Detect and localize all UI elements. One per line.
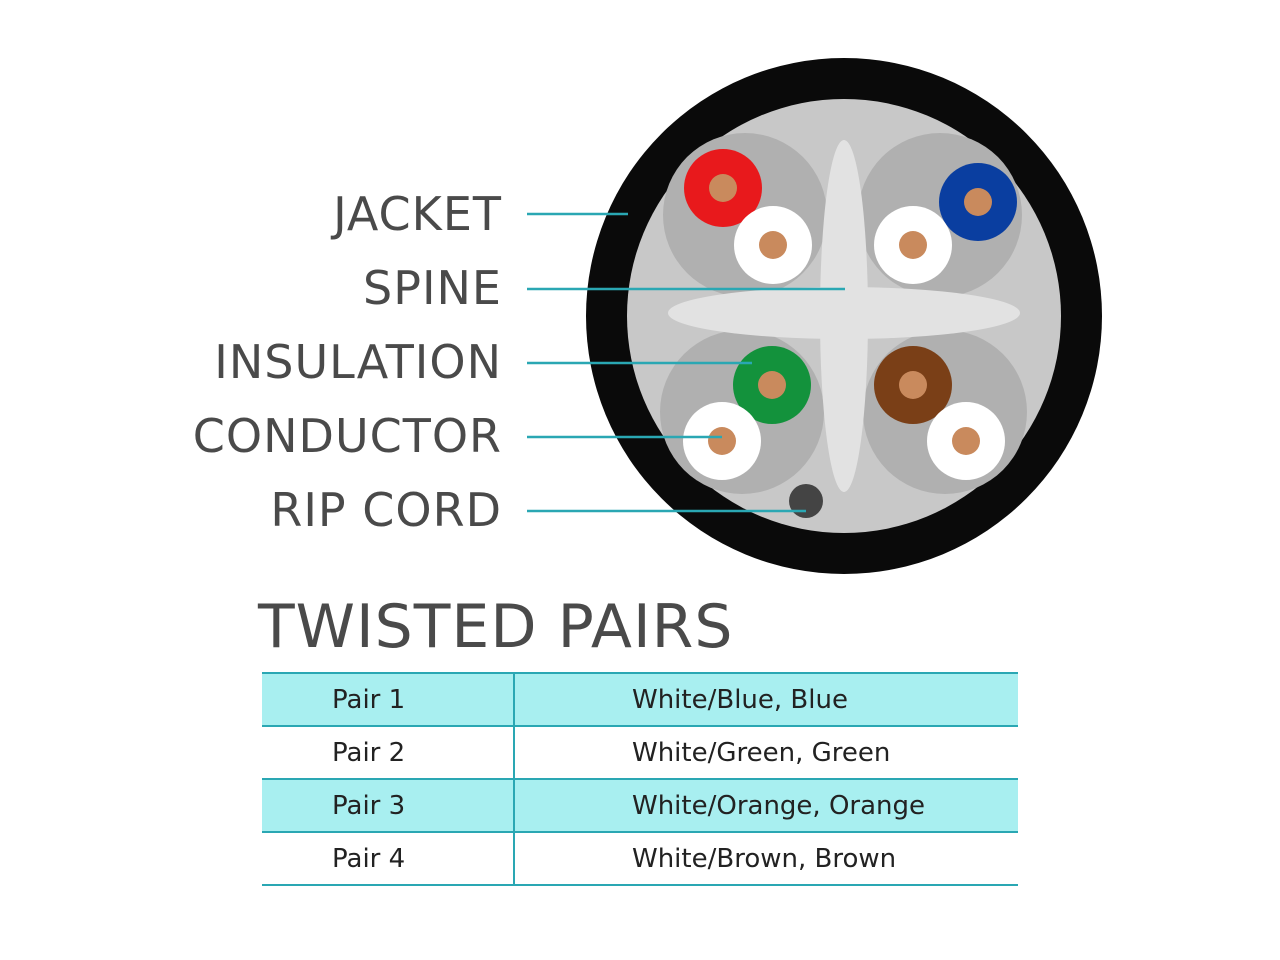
cable-cross-section (586, 58, 1102, 574)
callout-label-insulation: INSULATION (214, 335, 502, 389)
wire-white-red (734, 206, 812, 284)
rip-cord (789, 484, 823, 518)
table-row: Pair 2 White/Green, Green (262, 726, 1018, 779)
pair-colors-cell: White/Brown, Brown (632, 843, 897, 874)
pair-colors-cell: White/Blue, Blue (632, 684, 848, 715)
wire-white-brown (927, 402, 1005, 480)
table-row: Pair 3 White/Orange, Orange (262, 779, 1018, 832)
section-title: TWISTED PAIRS (258, 592, 734, 662)
wire-brown (874, 346, 952, 424)
pair-colors-cell: White/Orange, Orange (632, 790, 926, 821)
pair-name-cell: Pair 4 (262, 832, 515, 885)
table-row: Pair 1 White/Blue, Blue (262, 673, 1018, 726)
wire-white-green (683, 402, 761, 480)
spine-horizontal (668, 287, 1020, 339)
callout-label-spine: SPINE (363, 261, 502, 315)
callout-label-jacket: JACKET (330, 187, 502, 241)
wire-green (733, 346, 811, 424)
pair-name-cell: Pair 3 (262, 779, 515, 832)
callout-label-rip-cord: RIP CORD (270, 483, 502, 537)
table-row: Pair 4 White/Brown, Brown (262, 832, 1018, 885)
pair-name-cell: Pair 1 (262, 673, 515, 726)
twisted-pairs-table: Pair 1 White/Blue, Blue Pair 2 White/Gre… (262, 672, 1018, 886)
pair-name-cell: Pair 2 (262, 726, 515, 779)
wire-red (684, 149, 762, 227)
cable-cross-section-diagram: JACKET SPINE INSULATION CONDUCTOR RIP CO… (193, 58, 1102, 574)
pair-colors-cell: White/Green, Green (632, 737, 891, 768)
callout-label-conductor: CONDUCTOR (193, 409, 502, 463)
wire-white-blue (874, 206, 952, 284)
wire-blue (939, 163, 1017, 241)
